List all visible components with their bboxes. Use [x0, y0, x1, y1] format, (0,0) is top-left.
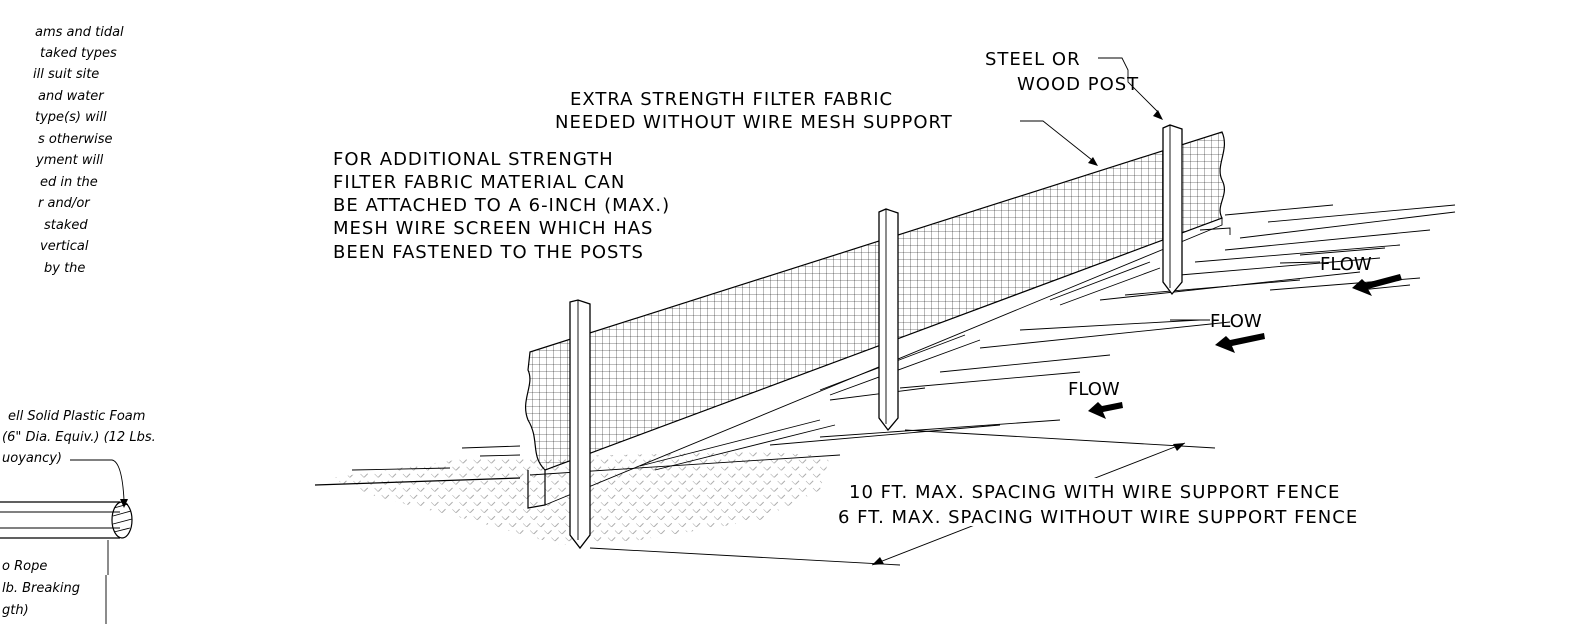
boom-end-hatch — [112, 503, 133, 533]
post-label-line: STEEL OR — [985, 49, 1081, 70]
post-label-arrowhead — [1153, 110, 1163, 120]
rope-note: o Rope lb. Breaking gth) — [2, 540, 109, 624]
boom-note-line: uoyancy) — [2, 451, 62, 466]
fabric-label-leader — [1020, 120, 1093, 161]
rope-note-line: o Rope — [2, 559, 47, 574]
strength-note-line: BEEN FASTENED TO THE POSTS — [333, 242, 644, 263]
ground-line — [939, 354, 1111, 373]
slope-line — [1049, 261, 1151, 301]
flow-arrow-icon — [1352, 274, 1402, 296]
rope-note-line: lb. Breaking — [2, 581, 80, 596]
left-note-line: and water — [38, 89, 105, 104]
post-body — [569, 299, 591, 550]
slope-line — [829, 339, 981, 396]
boom-note-line: (6" Dia. Equiv.) (12 Lbs. — [2, 430, 156, 445]
posts — [569, 124, 1183, 550]
left-note-line: staked — [44, 218, 88, 233]
ground-line — [1179, 257, 1381, 276]
fence-fabric — [525, 131, 1231, 509]
ground-line — [351, 467, 451, 471]
spacing-line: 10 FT. MAX. SPACING WITH WIRE SUPPORT FE… — [849, 482, 1340, 503]
left-note-line: s otherwise — [38, 132, 113, 147]
left-note-line: r and/or — [38, 196, 91, 211]
post-label: STEEL OR WOOD POST — [985, 49, 1163, 120]
mesh-fabric — [525, 131, 1225, 471]
left-note-line: ill suit site — [33, 67, 99, 82]
flow-arrow-icon — [1088, 402, 1123, 419]
flow-label: FLOW — [1320, 254, 1372, 275]
left-note-line: ed in the — [40, 175, 98, 190]
ground-line — [1299, 247, 1386, 256]
boom-note-line: ell Solid Plastic Foam — [8, 409, 145, 424]
boom-leader — [70, 459, 125, 501]
post-body — [878, 208, 899, 432]
left-note-line: vertical — [40, 239, 89, 254]
strength-note-line: BE ATTACHED TO A 6-INCH (MAX.) — [333, 195, 670, 216]
left-note: ams and tidal taked types ill suit site … — [33, 25, 124, 276]
ground-line — [1019, 319, 1201, 331]
slope-line — [654, 424, 836, 471]
fabric-toe-line — [1199, 227, 1231, 235]
left-note-line: ams and tidal — [35, 25, 124, 40]
dimension-text-mask — [845, 478, 1545, 526]
ground-line — [314, 477, 521, 486]
ground-line — [979, 321, 1231, 349]
spacing-line: 6 FT. MAX. SPACING WITHOUT WIRE SUPPORT … — [838, 507, 1358, 528]
ground-line — [769, 424, 1001, 446]
slope-line — [639, 419, 821, 467]
post-body — [1162, 124, 1183, 296]
ground-line — [1224, 204, 1334, 216]
dimension-arrowhead — [1173, 443, 1185, 451]
strength-note: FOR ADDITIONAL STRENGTH FILTER FABRIC MA… — [333, 149, 670, 263]
boom-note: ell Solid Plastic Foam (6" Dia. Equiv.) … — [2, 409, 156, 508]
slope-line — [1059, 267, 1161, 306]
rope-leader — [105, 540, 109, 624]
post-label-line: WOOD POST — [1017, 74, 1139, 95]
left-note-line: type(s) will — [35, 110, 107, 125]
dimension-extension — [904, 429, 1216, 449]
post — [569, 299, 591, 550]
fabric-toe — [527, 470, 546, 509]
flow-indicators: FLOW FLOW FLOW — [1068, 254, 1402, 419]
boom-leader-arrowhead — [120, 499, 128, 508]
left-note-line: yment will — [35, 153, 104, 168]
dimension-arrowhead — [872, 557, 884, 565]
ground-line — [1359, 284, 1411, 291]
post — [1162, 124, 1183, 296]
fabric-label-line: NEEDED WITHOUT WIRE MESH SUPPORT — [555, 112, 953, 133]
strength-note-line: FILTER FABRIC MATERIAL CAN — [333, 172, 625, 193]
post — [878, 208, 899, 432]
fabric-label: EXTRA STRENGTH FILTER FABRIC NEEDED WITH… — [555, 89, 1098, 166]
ground-line — [899, 371, 1081, 389]
flow-arrow-icon — [1215, 333, 1265, 353]
flow-label: FLOW — [1210, 311, 1262, 332]
strength-note-line: MESH WIRE SCREEN WHICH HAS — [333, 218, 653, 239]
flow-label: FLOW — [1068, 379, 1120, 400]
fabric-toe-line — [544, 218, 1223, 506]
floating-boom — [0, 501, 133, 539]
ground-line — [1194, 244, 1401, 263]
ground-line — [819, 419, 1061, 438]
left-note-line: by the — [44, 261, 85, 276]
ground-line — [479, 454, 521, 457]
ground-line — [1224, 229, 1431, 251]
rope-note-line: gth) — [2, 603, 29, 618]
dimension-extension — [589, 547, 901, 566]
left-note-line: taked types — [40, 46, 117, 61]
strength-note-line: FOR ADDITIONAL STRENGTH — [333, 149, 614, 170]
post-label-leader — [1098, 57, 1159, 113]
fabric-label-arrowhead — [1088, 157, 1098, 166]
ground-line — [1124, 279, 1301, 296]
ground-line — [1267, 204, 1456, 223]
spacing-dimension: 10 FT. MAX. SPACING WITH WIRE SUPPORT FE… — [589, 429, 1545, 566]
flow-leader — [1279, 261, 1321, 264]
fabric-label-line: EXTRA STRENGTH FILTER FABRIC — [570, 89, 893, 110]
ground-line — [1239, 211, 1456, 239]
boom-end — [111, 501, 133, 539]
ground-line — [829, 387, 926, 401]
ground-line — [461, 445, 521, 449]
